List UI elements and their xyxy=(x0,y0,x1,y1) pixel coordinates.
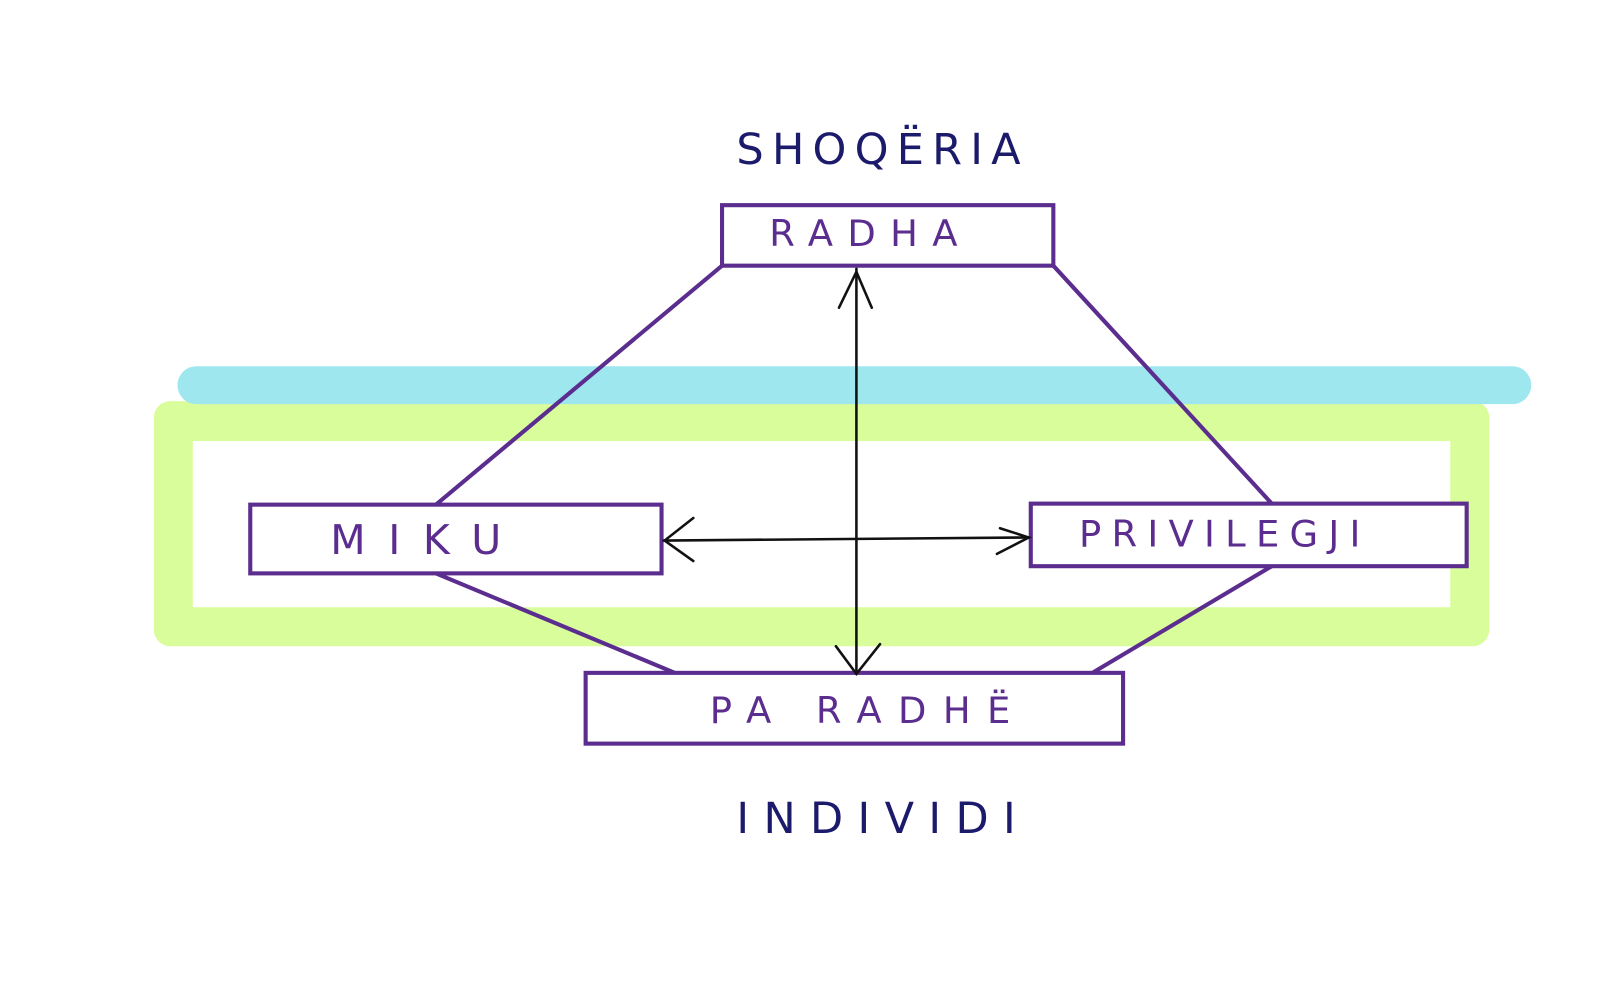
link-privilegji-paradhe xyxy=(1091,564,1273,675)
node-pa-radhe: PA RADHË xyxy=(583,670,1126,746)
link-miku-paradhe xyxy=(435,571,676,675)
link-radha-miku xyxy=(434,264,724,507)
vertical-double-arrow xyxy=(834,267,882,676)
node-miku-label: MIKU xyxy=(330,516,524,564)
node-radha-label: RADHA xyxy=(769,212,972,255)
top-label-shoqeria: SHOQËRIA xyxy=(736,125,1028,175)
node-privilegji-label: PRIVILEGJI xyxy=(1079,513,1371,556)
node-privilegji: PRIVILEGJI xyxy=(1028,501,1469,569)
bottom-label-individi: INDIVIDI xyxy=(736,794,1030,844)
node-radha: RADHA xyxy=(720,203,1056,268)
link-radha-privilegji xyxy=(1051,264,1274,506)
cyan-band xyxy=(177,366,1532,405)
horizontal-double-arrow xyxy=(662,516,1033,563)
node-pa-radhe-label: PA RADHË xyxy=(710,689,1027,732)
node-miku: MIKU xyxy=(248,502,664,576)
